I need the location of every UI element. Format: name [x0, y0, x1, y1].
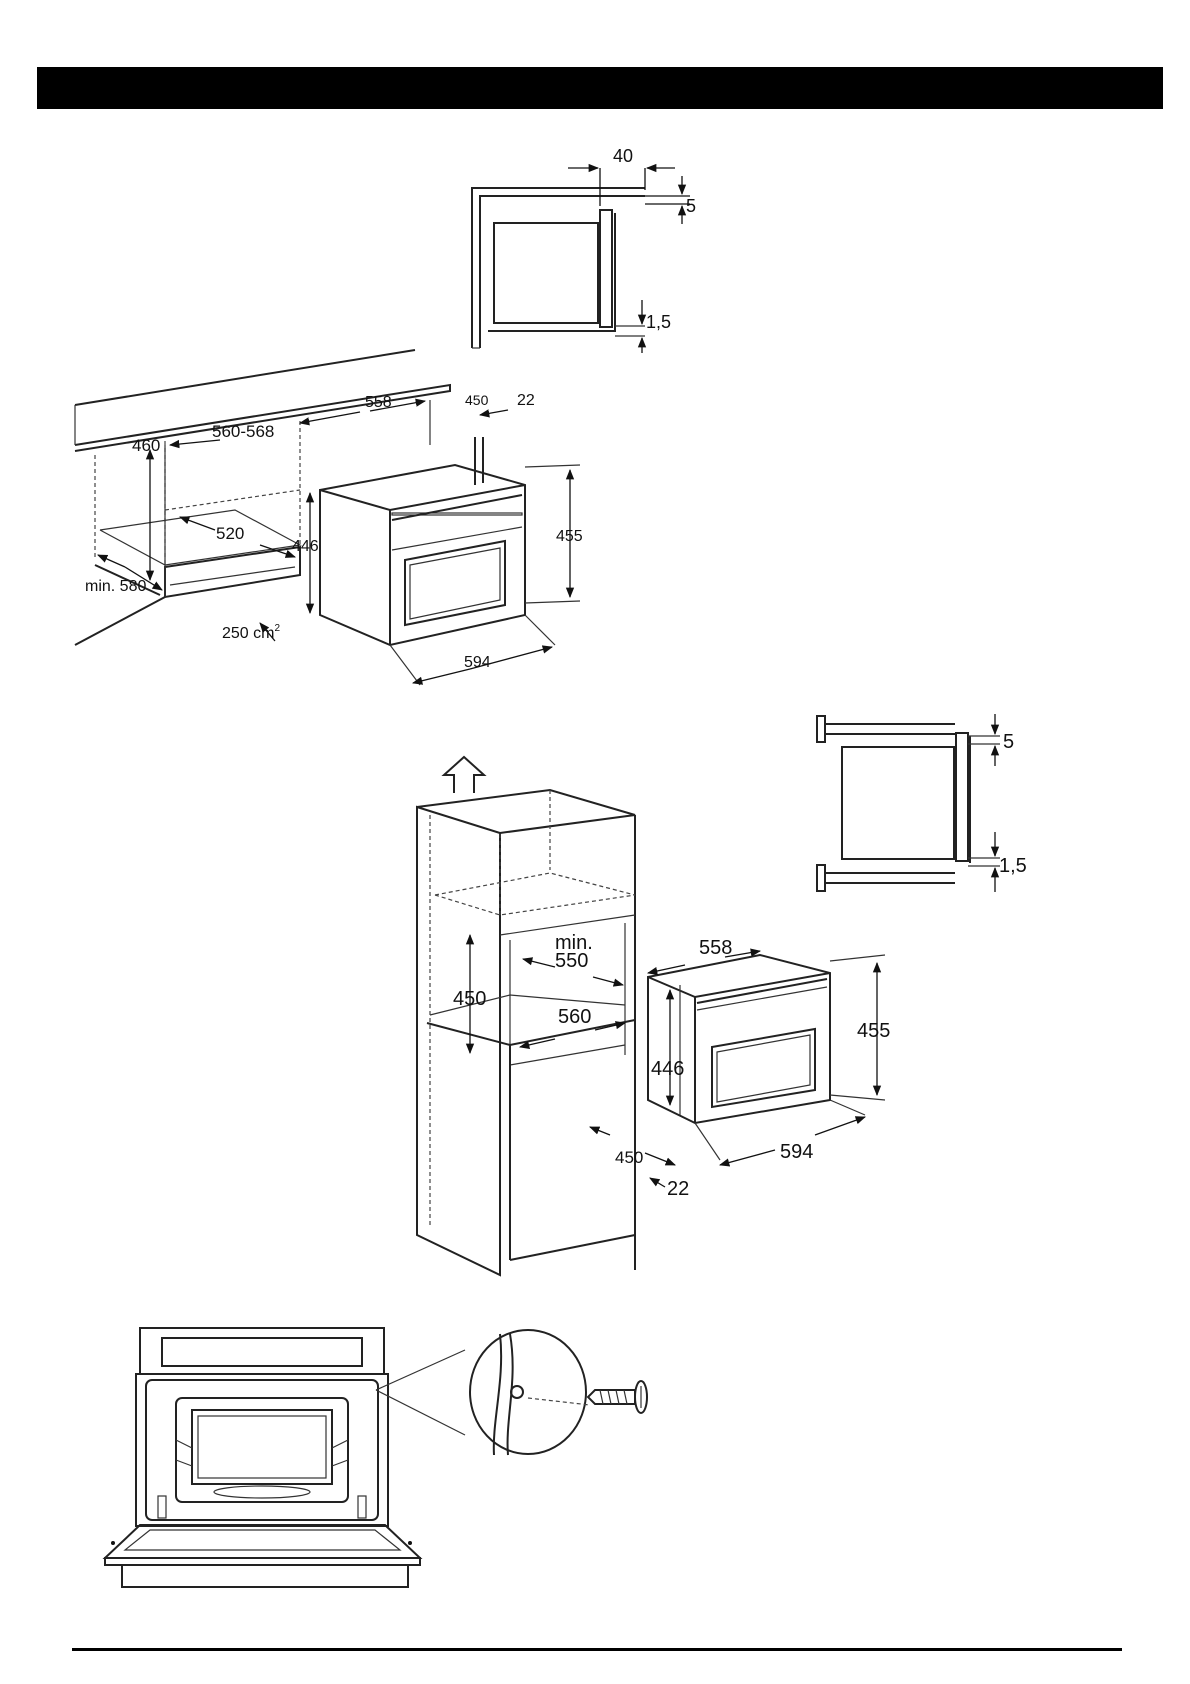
diagram-column-installation: min. 550 450 560 558 446 455	[416, 755, 890, 1277]
cabinet-width-label: 560-568	[212, 422, 274, 441]
oven-total-height-label: 455	[556, 528, 583, 545]
oven-front	[135, 1327, 389, 1527]
niche-dim-560: 560	[518, 1006, 627, 1049]
oven-panel-thickness-label: 22	[667, 1178, 689, 1200]
cabinet-niche	[74, 421, 302, 646]
oven-body	[319, 437, 526, 647]
shelf-bottom	[816, 864, 955, 892]
oven-dim-446: 446	[292, 491, 319, 615]
oven-dim-455: 455	[524, 464, 583, 604]
oven-depth-label: 558	[365, 394, 392, 411]
dim-min-580: min. 580	[85, 554, 163, 595]
detail-callout	[375, 1329, 591, 1456]
screw-icon	[586, 1380, 648, 1414]
oven-depth-label: 558	[699, 937, 732, 959]
dim-right-top-label: 5	[686, 196, 696, 216]
countertop	[74, 349, 451, 452]
oven-width-label: 594	[780, 1141, 813, 1163]
oven-width-label: 594	[464, 654, 491, 671]
cabinet-depth-label: min. 580	[85, 578, 146, 595]
oven-body-height-label: 446	[651, 1058, 684, 1080]
vent-area-label: 250 cm2	[222, 623, 280, 642]
dim-bottom-label: 1,5	[999, 855, 1027, 877]
diagram-fixing-screws	[102, 1327, 648, 1588]
niche-width-label: 560	[558, 1006, 591, 1028]
dim-1-5: 1,5	[990, 832, 1027, 892]
dim-top-label: 5	[1003, 731, 1014, 753]
oven-dim-446: 446	[651, 988, 684, 1107]
diagram-side-section-1: 40 5 1,5	[471, 146, 696, 353]
oven-body-height-label: 446	[292, 538, 319, 555]
niche-height-label: 450	[453, 988, 486, 1010]
cabinet-floor-depth-label: 520	[216, 524, 244, 543]
oven-dim-558: 558	[646, 937, 762, 976]
diagram-undercounter-installation: 460 560-568 520 min. 580 250 cm2 558	[74, 349, 583, 686]
oven-panel-thickness-label: 22	[517, 392, 535, 409]
oven-panel-depth-label: 450	[615, 1148, 643, 1167]
dim-520: 520	[179, 516, 296, 558]
oven-body	[647, 953, 831, 1125]
niche-dim-450: 450	[453, 933, 486, 1055]
dim-5: 5	[990, 714, 1014, 766]
vent-area: 250 cm2	[222, 622, 280, 642]
oven-dim-450-22: 450 22	[465, 392, 535, 418]
niche-depth-min-label: min.	[555, 932, 593, 954]
oven-dim-594: 594	[389, 614, 556, 686]
oven-dim-558: 558	[298, 394, 431, 445]
oven-door-open	[102, 1524, 423, 1588]
dim-right-bottom-label: 1,5	[646, 312, 671, 332]
niche-depth-min-value: 550	[555, 950, 588, 972]
arrow-up-icon	[441, 755, 487, 793]
oven-total-height-label: 455	[857, 1020, 890, 1042]
dim-560-568: 560-568	[168, 422, 274, 449]
dim-40: 40	[568, 146, 675, 206]
shelf-top	[816, 715, 955, 743]
column-cabinet	[416, 788, 636, 1277]
oven-dim-455: 455	[829, 954, 890, 1101]
header-bar	[37, 67, 1163, 109]
dim-460: 460	[132, 436, 160, 582]
oven-dim-450-22: 450 22	[589, 1126, 689, 1200]
oven-dim-594: 594	[694, 1099, 866, 1167]
cabinet-outline	[471, 187, 645, 349]
oven-section	[488, 209, 645, 337]
niche-dim-min-550: min. 550	[521, 932, 625, 987]
oven-panel-depth-label: 450	[465, 392, 489, 408]
oven-section	[841, 732, 1000, 867]
cabinet-height-label: 460	[132, 436, 160, 455]
footer-rule	[72, 1648, 1122, 1651]
diagram-side-section-2: 5 1,5	[816, 714, 1027, 892]
dim-5: 5	[645, 176, 696, 224]
dim-1-5: 1,5	[637, 300, 671, 353]
dim-top-label: 40	[613, 146, 633, 166]
